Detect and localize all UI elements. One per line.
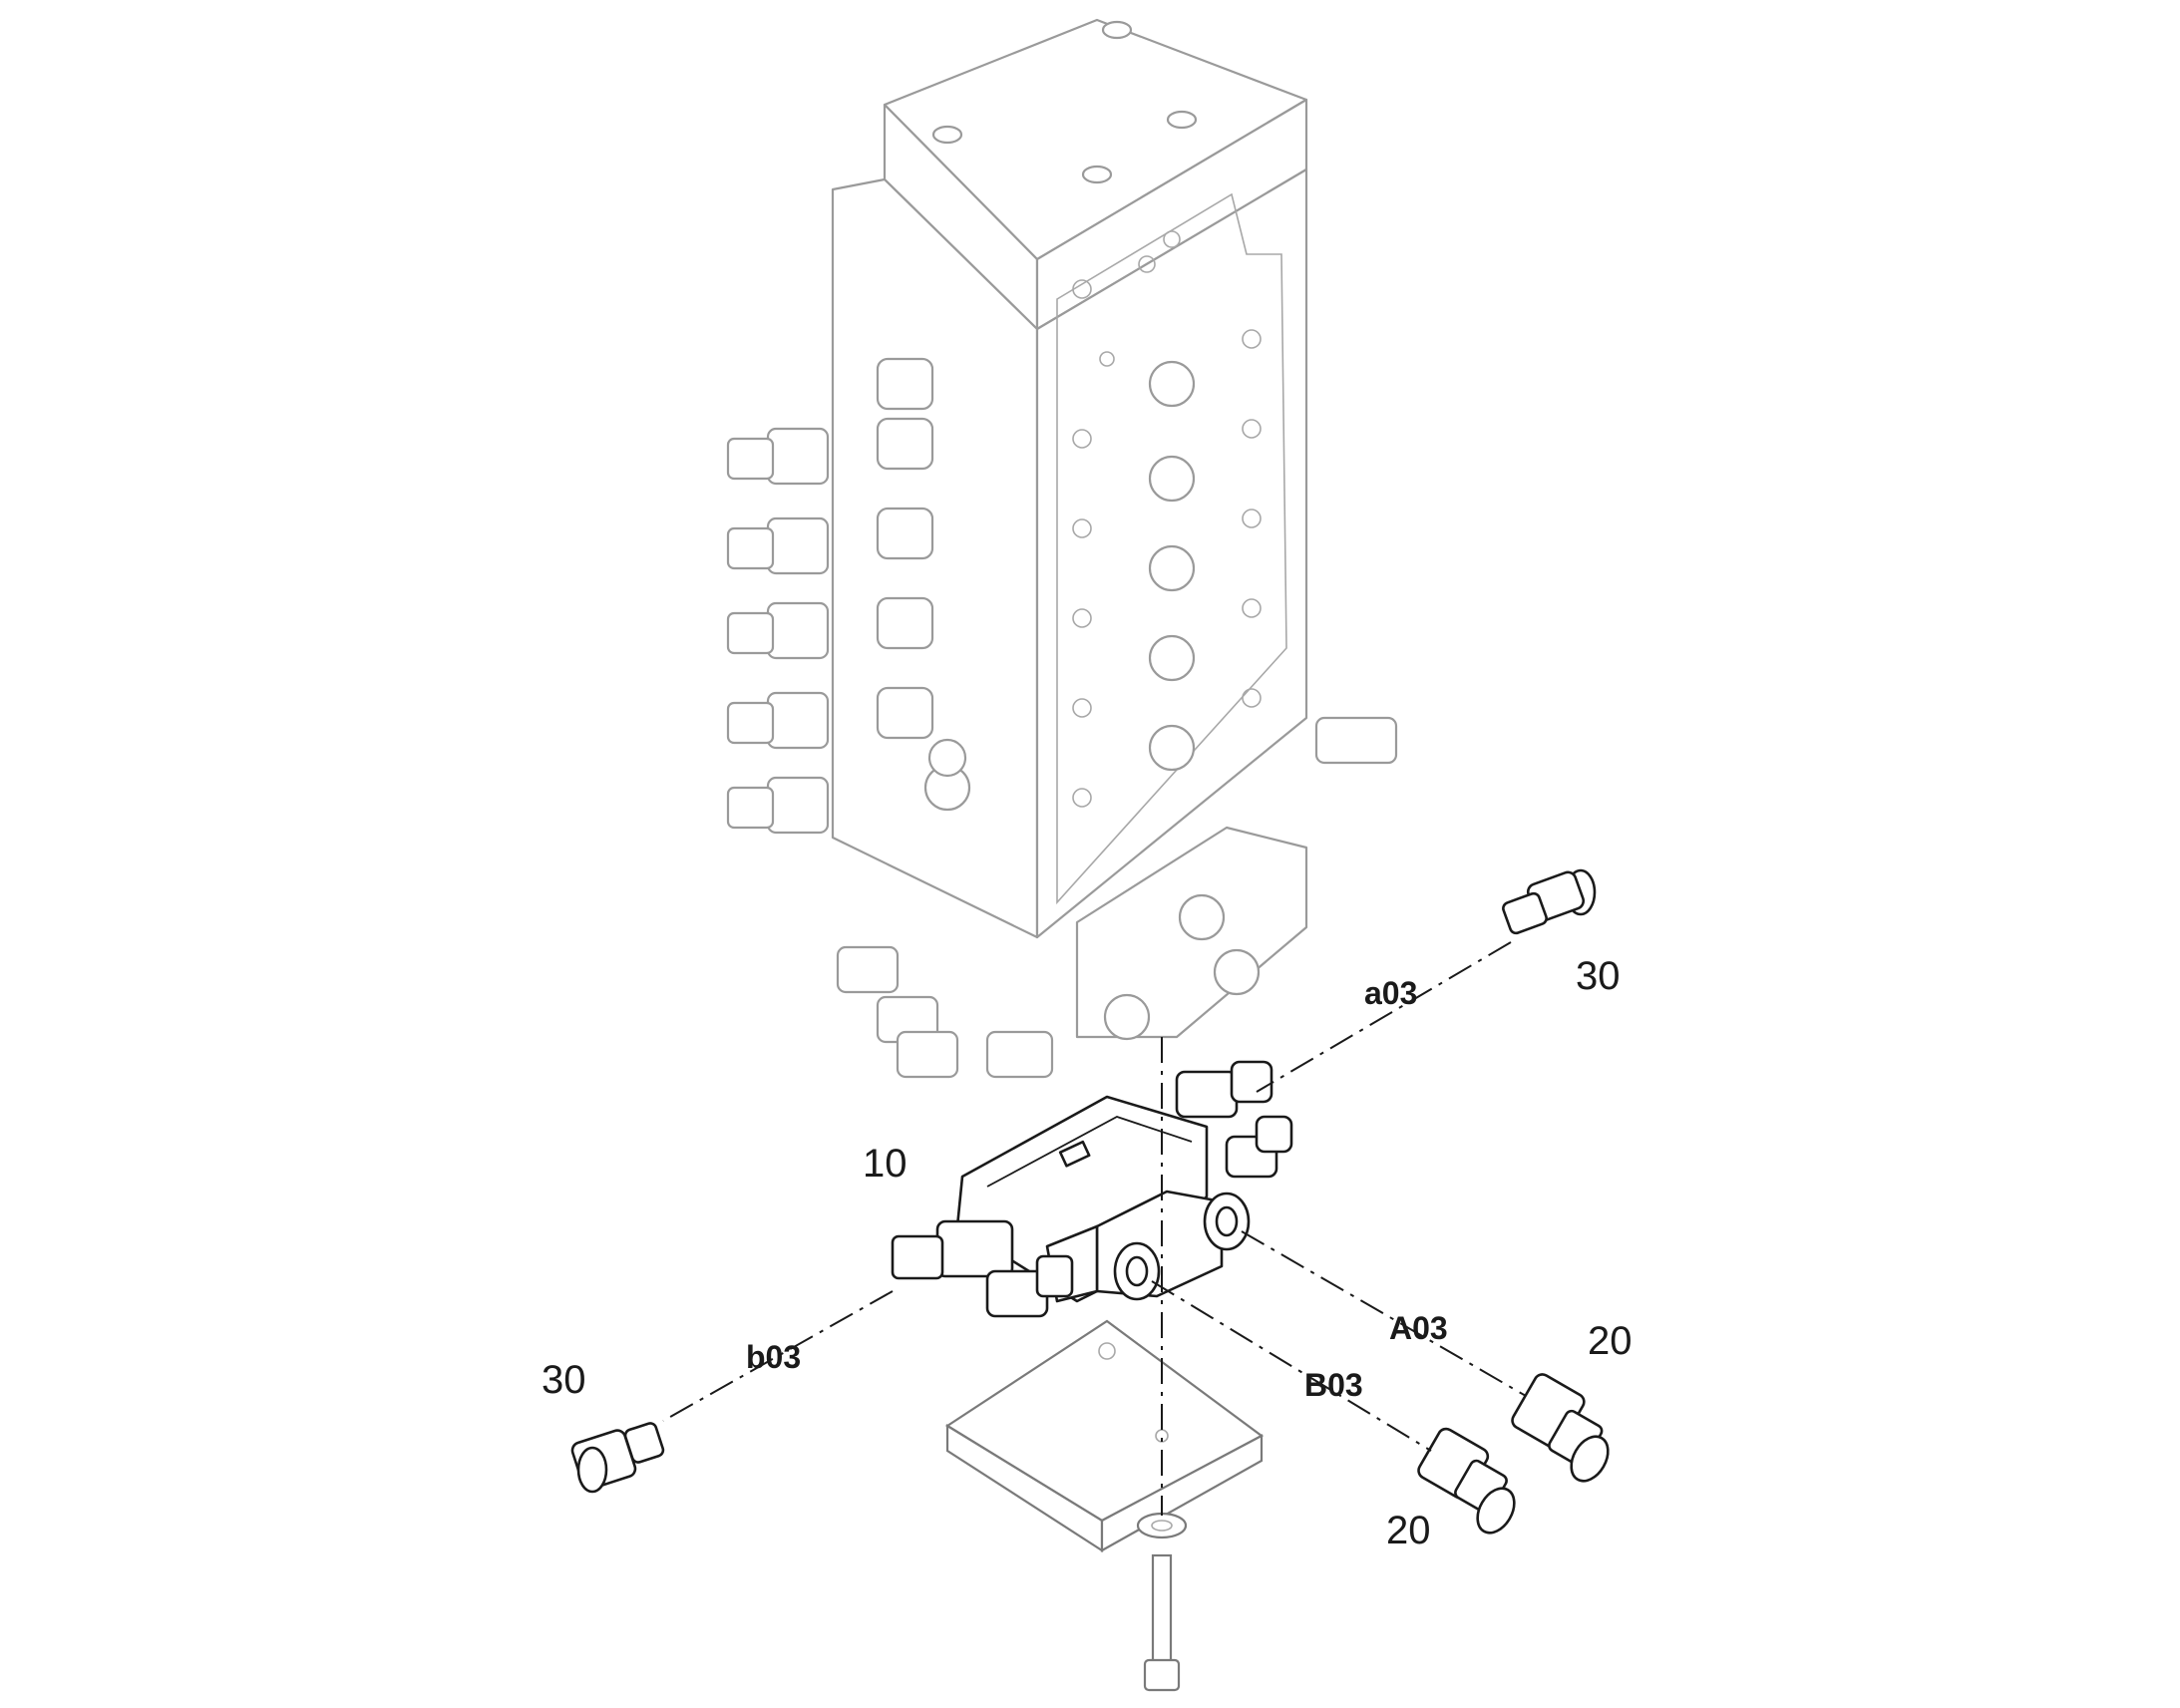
fitting-A03: [1511, 1373, 1610, 1483]
valve-left-spool: [891, 1219, 1074, 1318]
main-valve: [891, 1060, 1293, 1318]
port-label-b03: b03: [746, 1339, 801, 1375]
fitting-a03: [1502, 868, 1597, 935]
port-label-A03: A03: [1389, 1310, 1448, 1346]
callout-10: 10: [863, 1142, 908, 1186]
washer: [1136, 1512, 1188, 1539]
callout-30-a03: 30: [1576, 954, 1621, 998]
callout-20-B03: 20: [1386, 1509, 1431, 1552]
face-port-holes: [1072, 230, 1262, 808]
top-plugs: [931, 20, 1198, 184]
callout-20-A03: 20: [1588, 1319, 1633, 1363]
port-label-B03: B03: [1304, 1367, 1363, 1403]
valve-upper-fittings: [1175, 1060, 1293, 1179]
mounting-plate: [944, 1319, 1265, 1553]
face-bolts: [1148, 360, 1196, 772]
spool-caps: [726, 357, 971, 835]
bolt: [1143, 1553, 1181, 1692]
fitting-b03: [570, 1422, 665, 1494]
fitting-B03: [1417, 1427, 1516, 1535]
control-valve-block: [726, 18, 1398, 1079]
callout-30-b03: 30: [542, 1358, 586, 1402]
valve-ports: [1113, 1192, 1251, 1301]
leader-lines: [662, 941, 1527, 1516]
port-label-a03: a03: [1364, 975, 1417, 1011]
